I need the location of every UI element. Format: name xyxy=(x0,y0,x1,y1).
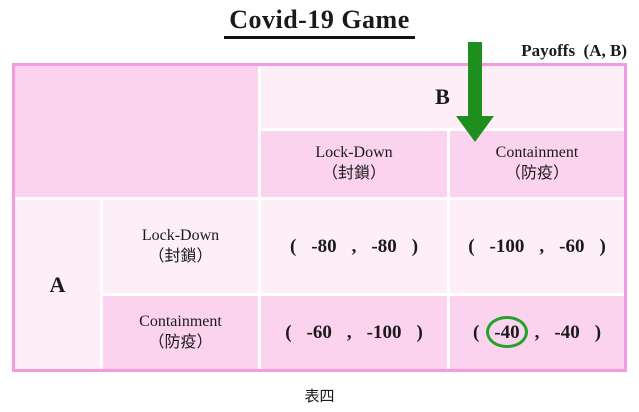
payoff-cell-lockdown-lockdown: ( -80 , -80 ) xyxy=(261,200,447,293)
col-header-containment-zh: （防疫） xyxy=(504,165,569,182)
payoff-cell-containment-lockdown: ( -60 , -100 ) xyxy=(261,296,447,369)
player-b-cell: B xyxy=(261,66,624,128)
comma: , xyxy=(351,235,357,257)
paren-open: ( xyxy=(285,321,292,343)
payoff-cell-lockdown-containment: ( -100 , -60 ) xyxy=(450,200,624,293)
payoff-a-value: -100 xyxy=(489,235,525,257)
payoff-a-value: -80 xyxy=(311,235,337,257)
figure-caption: 表四 xyxy=(304,388,335,405)
player-a-label: A xyxy=(49,271,66,297)
payoff-b-value: -100 xyxy=(366,321,402,343)
paren-close: ) xyxy=(599,235,606,257)
comma: , xyxy=(534,321,540,343)
player-a-cell: A xyxy=(15,200,100,369)
payoff-cell-containment-containment: ( -40 , -40 ) xyxy=(450,296,624,369)
page-title: Covid-19 Game xyxy=(224,5,415,39)
ellipse-highlight-icon: -40 xyxy=(486,315,529,348)
paren-close: ) xyxy=(411,235,419,257)
row-header-containment: Containment （防疫） xyxy=(103,296,258,369)
col-header-containment-en: Containment xyxy=(495,144,579,162)
payoff-b-value: -40 xyxy=(554,321,580,343)
payoff-b-value: -80 xyxy=(371,235,397,257)
player-b-label: B xyxy=(435,84,450,109)
col-header-containment: Containment （防疫） xyxy=(450,131,624,197)
col-header-lockdown-zh: （封鎖） xyxy=(321,165,386,182)
comma: , xyxy=(346,321,352,343)
payoff-a-value: -60 xyxy=(306,321,332,343)
paren-close: ) xyxy=(416,321,423,343)
row-header-lockdown-en: Lock-Down xyxy=(141,226,220,244)
paren-close: ) xyxy=(594,321,602,343)
down-arrow-icon xyxy=(456,42,494,142)
paren-open: ( xyxy=(468,235,475,257)
row-header-containment-en: Containment xyxy=(139,312,222,330)
paren-open: ( xyxy=(472,321,480,343)
payoff-b-value: -60 xyxy=(559,235,585,257)
payoffs-order-label: Payoffs (A, B) xyxy=(521,41,627,60)
paren-open: ( xyxy=(289,235,297,257)
payoff-matrix: B Lock-Down （封鎖） Containment （防疫） A Lock… xyxy=(12,63,627,372)
col-header-lockdown-en: Lock-Down xyxy=(315,144,393,162)
row-header-containment-zh: （防疫） xyxy=(148,333,213,351)
title-wrap: Covid-19 Game xyxy=(0,5,639,39)
corner-cell xyxy=(15,66,258,197)
row-header-lockdown: Lock-Down （封鎖） xyxy=(103,200,258,293)
row-header-lockdown-zh: （封鎖） xyxy=(148,247,213,265)
col-header-lockdown: Lock-Down （封鎖） xyxy=(261,131,447,197)
comma: , xyxy=(539,235,545,257)
